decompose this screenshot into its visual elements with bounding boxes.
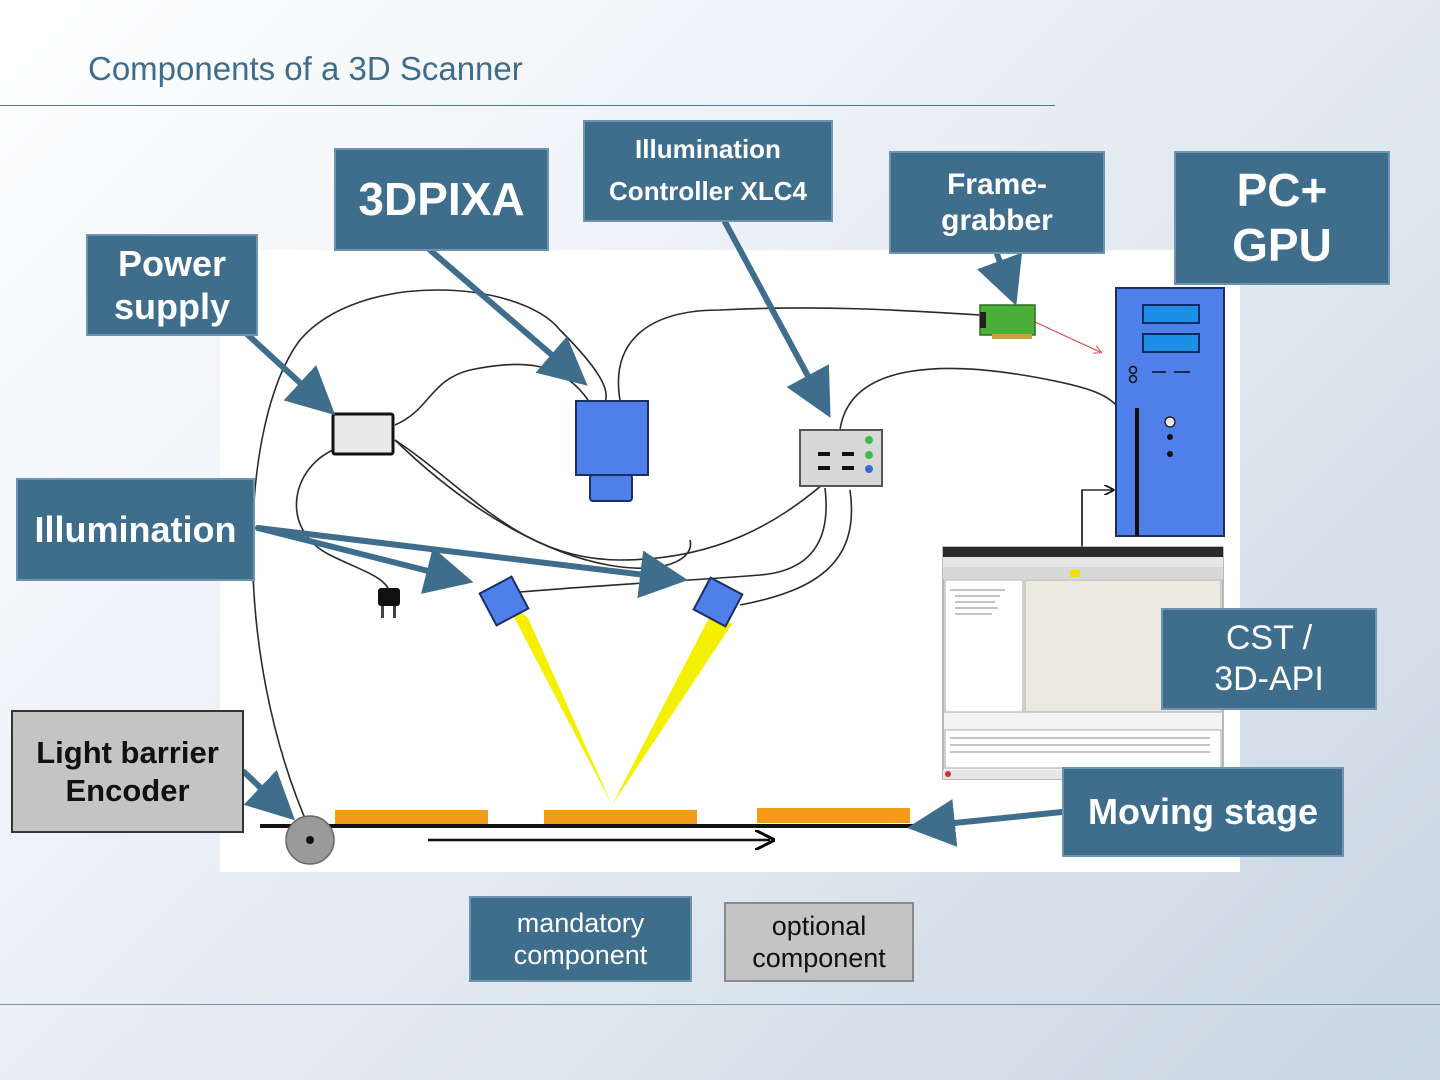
light-beam-right (612, 612, 732, 805)
illumination-light-left (478, 575, 530, 627)
data-link-arrow (1034, 321, 1100, 352)
label-3dpixa: 3DPIXA (334, 148, 549, 251)
footer-divider (0, 1004, 1440, 1005)
label-moving-stage: Moving stage (1062, 767, 1344, 857)
light-beam-left (505, 600, 612, 805)
power-plug-icon (378, 588, 400, 618)
frame-grabber-card (979, 304, 1036, 339)
label-frame-grabber: Frame- grabber (889, 151, 1105, 254)
legend-mandatory: mandatory component (469, 896, 692, 982)
camera-3dpixa-device (575, 400, 649, 502)
label-pc-gpu: PC+ GPU (1174, 151, 1390, 285)
pc-tower-device (1115, 287, 1225, 537)
pc-software-link (1081, 490, 1112, 548)
label-cst-api: CST / 3D-API (1161, 608, 1377, 710)
moving-stage (260, 808, 935, 840)
illumination-light-right (692, 576, 744, 628)
power-supply-device (331, 412, 395, 456)
legend-optional: optional component (724, 902, 914, 982)
label-light-barrier-encoder: Light barrier Encoder (11, 710, 244, 833)
slide-title: Components of a 3D Scanner (88, 50, 523, 87)
callout-arrows (241, 219, 1065, 847)
illumination-controller-device (799, 429, 883, 487)
cables (251, 289, 1121, 831)
label-power-supply: Power supply (86, 234, 258, 336)
encoder-wheel (285, 815, 335, 865)
label-illumination: Illumination (16, 478, 255, 581)
title-divider (0, 105, 1055, 106)
label-illumination-controller: Illumination Controller XLC4 (583, 120, 833, 222)
software-window (942, 546, 1224, 780)
